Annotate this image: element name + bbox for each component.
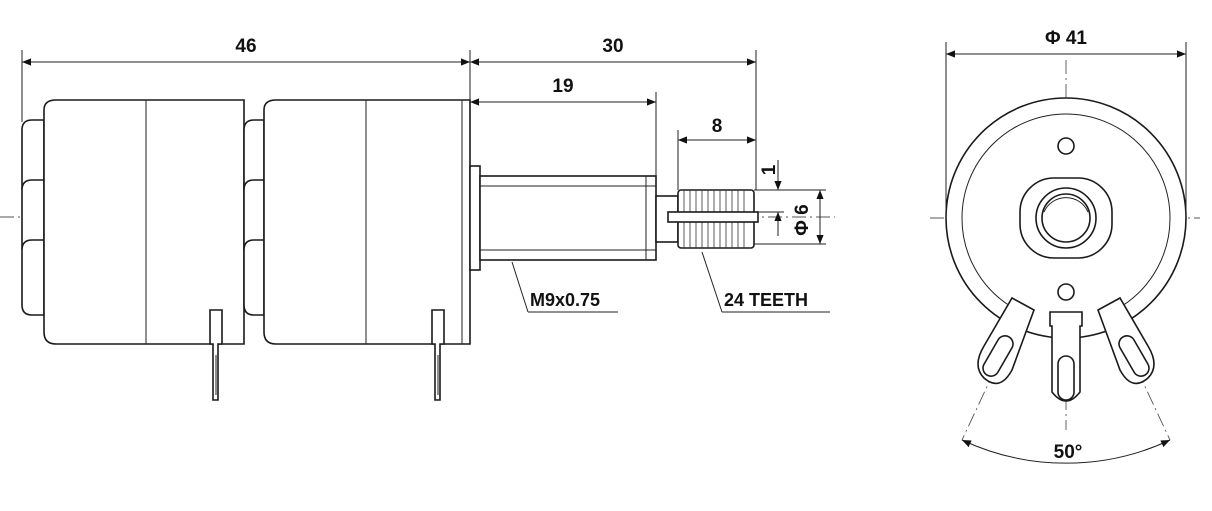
threaded-bushing [469,165,657,271]
front-view: Φ 41 50° [930,28,1200,464]
teeth-label: 24 TEETH [724,290,808,310]
dim-19: 19 [470,76,657,176]
dim-8-label: 8 [712,116,723,137]
spline-shaft [655,189,759,249]
dim-19-label: 19 [552,76,573,97]
dim-angle: 50° [961,439,1171,464]
dim-phi41: Φ 41 [945,28,1187,218]
dim-30-label: 30 [602,36,623,57]
dim-1-label: 1 [759,164,780,175]
mount-hole-top [1057,137,1075,155]
terminal-right [1097,296,1155,385]
housing-left [21,99,245,401]
dim-1: 1 [756,160,784,236]
callout-thread: M9x0.75 [511,261,618,313]
housing-right [243,99,471,401]
dim-angle-label: 50° [1054,442,1083,463]
dim-phi6-label: Φ 6 [792,204,813,235]
mount-hole-bottom [1057,283,1075,301]
dim-30: 30 [470,36,757,190]
dim-8: 8 [677,116,756,190]
side-view: 46 30 19 8 1 [0,36,835,401]
dim-phi6: Φ 6 [754,189,826,245]
dim-phi41-label: Φ 41 [1045,28,1087,49]
dim-46-label: 46 [235,36,256,57]
thread-label: M9x0.75 [530,290,600,310]
terminal-left [977,296,1035,385]
shaft-circle [1041,193,1091,243]
terminal-center [1049,311,1083,402]
dim-46: 46 [21,36,471,122]
callout-teeth: 24 TEETH [701,251,830,313]
